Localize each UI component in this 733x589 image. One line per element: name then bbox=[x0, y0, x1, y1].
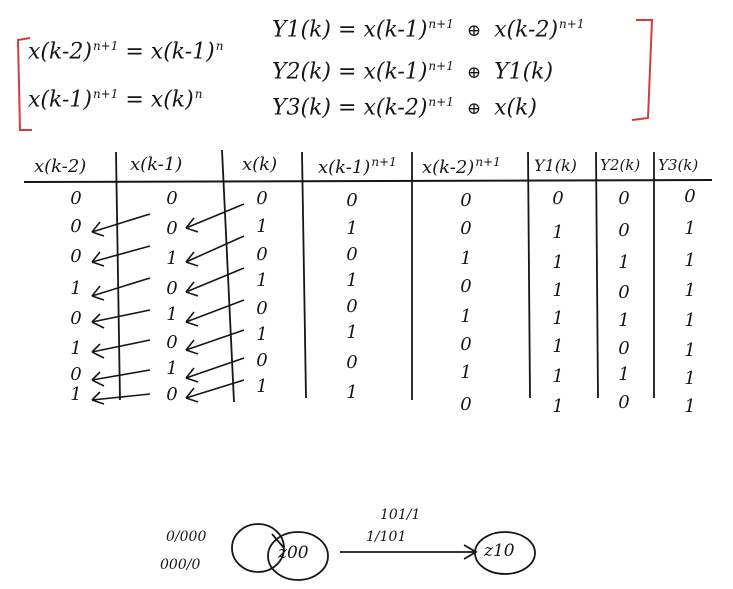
table-cell: 1 bbox=[552, 280, 564, 301]
equation-right-3: Y3(k) = x(k-2)n+1 ⊕ x(k) bbox=[272, 95, 537, 121]
table-cell: 0 bbox=[346, 296, 358, 317]
table-cell: 1 bbox=[166, 248, 178, 269]
table-header-5: Y1(k) bbox=[534, 156, 577, 175]
table-cell: 0 bbox=[618, 220, 630, 241]
self-loop-label-2: 000/0 bbox=[160, 557, 201, 573]
table-cell: 0 bbox=[70, 308, 82, 329]
table-cell: 1 bbox=[166, 358, 178, 379]
table-cell: 0 bbox=[460, 394, 472, 415]
table-cell: 0 bbox=[166, 188, 178, 209]
table-cell: 1 bbox=[618, 310, 630, 331]
table-cell: 0 bbox=[460, 276, 472, 297]
table-cell: 1 bbox=[684, 396, 696, 417]
table-cell: 1 bbox=[346, 270, 358, 291]
table-column-lines bbox=[115, 149, 655, 403]
table-cell: 0 bbox=[618, 392, 630, 413]
table-cell: 1 bbox=[346, 382, 358, 403]
table-cell: 1 bbox=[684, 340, 696, 361]
table-cell: 0 bbox=[70, 188, 82, 209]
table-cell: 1 bbox=[552, 366, 564, 387]
table-cell: 0 bbox=[166, 384, 178, 405]
transition-label-2: 1/101 bbox=[366, 529, 407, 545]
state-z00: z00 bbox=[278, 543, 309, 563]
equation-left-1: x(k-2)n+1 = x(k-1)n bbox=[28, 39, 224, 65]
right-bracket bbox=[631, 19, 654, 121]
table-cell: 1 bbox=[684, 310, 696, 331]
table-cell: 1 bbox=[552, 336, 564, 357]
table-cell: 0 bbox=[70, 216, 82, 237]
table-cell: 1 bbox=[552, 222, 564, 243]
state-z10: z10 bbox=[484, 541, 515, 561]
equation-right-1: Y1(k) = x(k-1)n+1 ⊕ x(k-2)n+1 bbox=[272, 17, 585, 43]
table-cell: 0 bbox=[70, 246, 82, 267]
table-cell: 1 bbox=[552, 252, 564, 273]
table-cell: 0 bbox=[256, 188, 268, 209]
table-cell: 0 bbox=[166, 278, 178, 299]
table-cell: 1 bbox=[552, 308, 564, 329]
table-cell: 0 bbox=[618, 338, 630, 359]
table-cell: 0 bbox=[346, 244, 358, 265]
table-cell: 0 bbox=[618, 188, 630, 209]
equation-right-2: Y2(k) = x(k-1)n+1 ⊕ Y1(k) bbox=[272, 59, 554, 85]
table-cell: 1 bbox=[460, 362, 472, 383]
table-cell: 1 bbox=[256, 376, 268, 397]
table-cell: 0 bbox=[256, 298, 268, 319]
table-cell: 1 bbox=[70, 384, 82, 405]
table-header-4: x(k-2)n+1 bbox=[422, 155, 501, 178]
table-cell: 1 bbox=[684, 218, 696, 239]
table-cell: 1 bbox=[256, 270, 268, 291]
table-cell: 0 bbox=[460, 334, 472, 355]
table-header-0: x(k-2) bbox=[34, 156, 87, 177]
table-cell: 1 bbox=[346, 322, 358, 343]
table-cell: 0 bbox=[166, 332, 178, 353]
table-header-line bbox=[23, 179, 713, 183]
table-cell: 0 bbox=[256, 350, 268, 371]
table-cell: 1 bbox=[618, 364, 630, 385]
table-cell: 1 bbox=[460, 248, 472, 269]
table-cell: 1 bbox=[552, 396, 564, 417]
state-diagram-shapes bbox=[231, 523, 536, 581]
table-header-6: Y2(k) bbox=[600, 156, 641, 174]
table-cell: 1 bbox=[166, 304, 178, 325]
table-cell: 0 bbox=[346, 190, 358, 211]
shift-arrows bbox=[91, 203, 245, 405]
table-cell: 1 bbox=[684, 368, 696, 389]
transition-label-1: 101/1 bbox=[380, 507, 421, 523]
table-cell: 0 bbox=[256, 244, 268, 265]
table-cell: 0 bbox=[552, 188, 564, 209]
table-cell: 1 bbox=[684, 280, 696, 301]
table-header-2: x(k) bbox=[242, 154, 278, 175]
table-header-1: x(k-1) bbox=[130, 154, 183, 175]
left-bracket bbox=[16, 37, 32, 131]
table-cell: 0 bbox=[618, 282, 630, 303]
table-cell: 1 bbox=[256, 216, 268, 237]
table-cell: 0 bbox=[684, 186, 696, 207]
table-cell: 1 bbox=[256, 324, 268, 345]
table-header-3: x(k-1)n+1 bbox=[318, 155, 397, 178]
table-cell: 0 bbox=[460, 218, 472, 239]
table-cell: 1 bbox=[684, 250, 696, 271]
table-cell: 1 bbox=[460, 306, 472, 327]
table-cell: 0 bbox=[166, 218, 178, 239]
table-cell: 1 bbox=[618, 252, 630, 273]
table-cell: 1 bbox=[70, 338, 82, 359]
equation-left-2: x(k-1)n+1 = x(k)n bbox=[28, 87, 203, 113]
table-header-7: Y3(k) bbox=[658, 156, 699, 174]
table-cell: 1 bbox=[70, 278, 82, 299]
self-loop-label-1: 0/000 bbox=[166, 529, 207, 545]
table-cell: 0 bbox=[460, 190, 472, 211]
table-cell: 0 bbox=[346, 352, 358, 373]
table-cell: 0 bbox=[70, 364, 82, 385]
table-cell: 1 bbox=[346, 218, 358, 239]
